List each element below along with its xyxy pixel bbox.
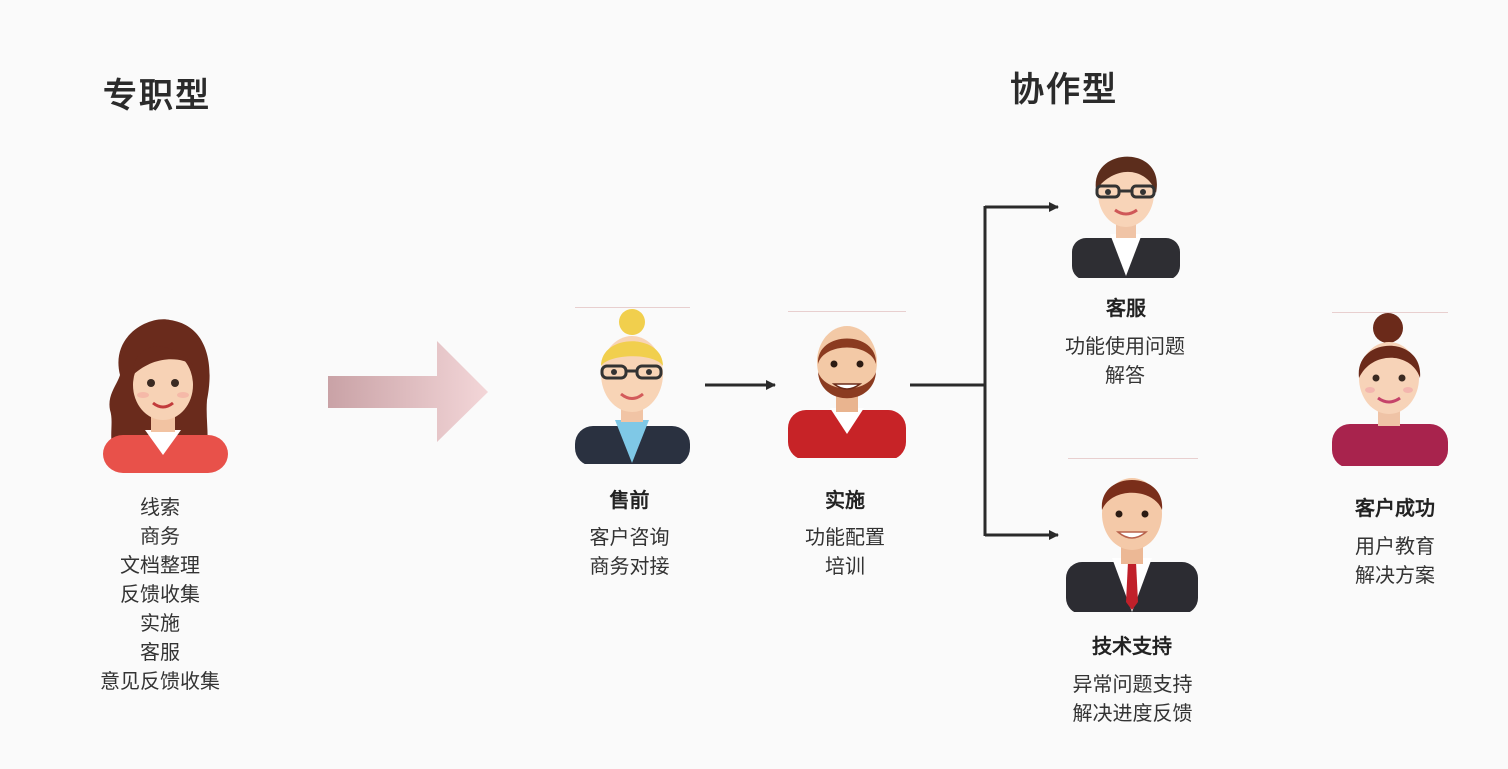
implementation-duties: 功能配置 培训 [775, 523, 915, 581]
customer-success-duties: 用户教育 解决方案 [1325, 532, 1465, 590]
transition-arrow [328, 341, 488, 442]
divider-presales [575, 307, 690, 308]
role-title-implementation: 实施 [825, 488, 865, 512]
duty-item: 意见反馈收集 [100, 669, 220, 693]
duty-item: 商务对接 [589, 554, 670, 578]
avatar-tech-support [1066, 462, 1198, 612]
dedicated-duties: 线索 商务 文档整理 反馈收集 实施 客服 意见反馈收集 [60, 493, 260, 696]
duty-item: 解答 [1105, 363, 1145, 387]
role-title-tech-support: 技术支持 [1092, 634, 1172, 658]
duty-item: 实施 [140, 611, 180, 635]
duty-item: 商务 [140, 524, 180, 548]
service-duties: 功能使用问题 解答 [1040, 332, 1210, 390]
duty-item: 用户教育 [1355, 534, 1435, 558]
heading-collaborative: 协作型 [1010, 70, 1118, 110]
avatar-customer-success [1332, 312, 1448, 466]
role-title-service: 客服 [1106, 296, 1146, 320]
avatar-dedicated-woman [95, 315, 230, 473]
duty-item: 线索 [140, 495, 180, 519]
duty-item: 功能使用问题 [1065, 334, 1185, 358]
avatar-presales [575, 308, 690, 464]
duty-item: 客服 [140, 640, 180, 664]
duty-item: 异常问题支持 [1072, 672, 1193, 696]
divider-implementation [788, 311, 906, 312]
divider-tech-support [1068, 458, 1198, 459]
presales-duties: 客户咨询 商务对接 [557, 523, 702, 581]
avatar-implementation [788, 312, 906, 458]
divider-customer-success [1332, 312, 1448, 313]
heading-dedicated: 专职型 [103, 76, 211, 116]
duty-item: 反馈收集 [120, 582, 200, 606]
duty-item: 客户咨询 [589, 525, 670, 549]
avatar-service [1068, 138, 1184, 278]
role-title-presales: 售前 [609, 488, 650, 512]
role-title-customer-success: 客户成功 [1355, 496, 1435, 520]
duty-item: 文档整理 [120, 553, 200, 577]
duty-item: 解决进度反馈 [1072, 701, 1193, 725]
duty-item: 功能配置 [805, 525, 885, 549]
tech-support-duties: 异常问题支持 解决进度反馈 [1045, 670, 1220, 728]
duty-item: 解决方案 [1355, 563, 1435, 587]
duty-item: 培训 [825, 554, 865, 578]
